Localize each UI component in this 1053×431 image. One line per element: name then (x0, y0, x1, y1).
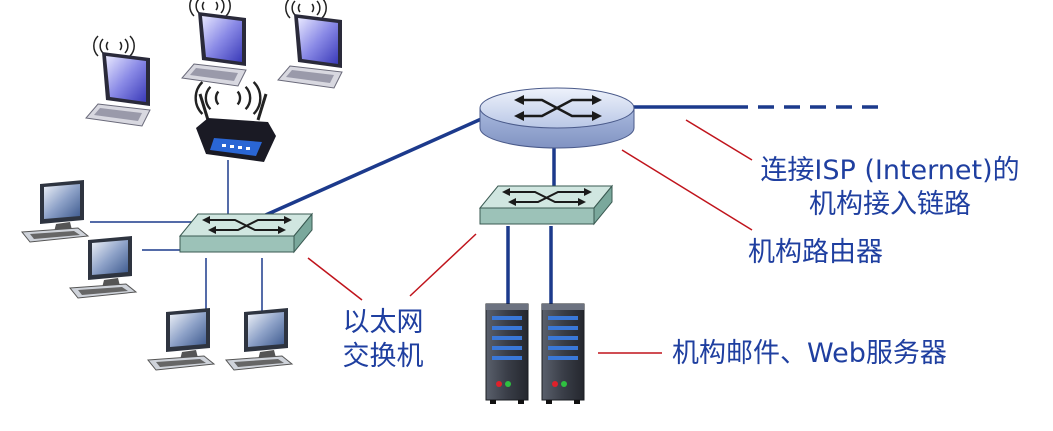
network-links (90, 105, 880, 318)
desktop-computer-icon (69, 235, 137, 299)
desktop-computer-icon (147, 307, 215, 371)
ethernet-switch-icon (179, 213, 313, 253)
link-switch-router (249, 114, 489, 224)
pointer-router (621, 149, 753, 231)
pointer-switch1 (307, 257, 363, 301)
pointer-access-link (685, 119, 753, 161)
annotation-lines (307, 119, 753, 354)
access-link-label-line2: 机构接入链路 (809, 189, 971, 220)
switch-label: 以太网 交换机 (328, 306, 438, 374)
laptop-icon (85, 35, 151, 127)
access-link-label-line1: 连接ISP (Internet)的 (760, 155, 1020, 186)
desktop-computer-icon (21, 179, 89, 243)
desktop-computer-icon (225, 307, 293, 371)
laptop-icon (181, 0, 247, 87)
access-link-label: 连接ISP (Internet)的 机构接入链路 (740, 154, 1040, 222)
server-icon (485, 303, 529, 405)
router-label: 机构路由器 (748, 237, 883, 268)
router-icon (479, 87, 635, 149)
ethernet-switch-icon (479, 185, 613, 225)
pointer-switch2 (409, 233, 477, 297)
laptop-icon (277, 0, 343, 89)
wireless-ap-icon (194, 80, 276, 162)
switch-label-line1: 以太网 (342, 307, 424, 338)
switch-label-line2: 交换机 (342, 341, 424, 372)
server-icon (541, 303, 585, 405)
servers-label: 机构邮件、Web服务器 (672, 338, 947, 369)
